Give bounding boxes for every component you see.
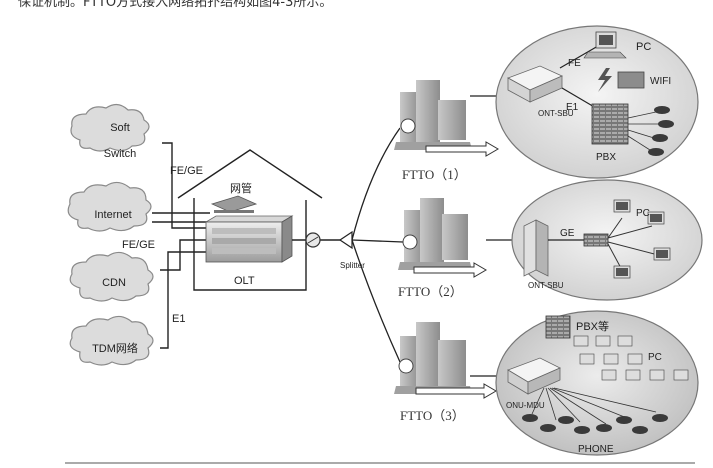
- link-label-fe-ge-mid: FE/GE: [122, 239, 155, 251]
- mid-ge-label: GE: [560, 228, 575, 239]
- building-links: [470, 95, 512, 377]
- pbx-phone-links-top: [627, 111, 660, 151]
- ont-sbu-top-label: ONT-SBU: [538, 109, 574, 118]
- flow-arrows: [413, 141, 499, 399]
- bottom-pc-label: PC: [648, 352, 662, 363]
- fiber-branches: [351, 127, 404, 363]
- cloud-label-soft: Soft: [110, 122, 130, 134]
- pc-bottom-icons: [573, 335, 689, 381]
- top-fe-label: FE: [568, 58, 581, 69]
- ftto-label-3: FTTO（3）: [400, 408, 465, 423]
- ftto-label-1: FTTO（1）: [402, 167, 467, 182]
- splitter-icon: [338, 230, 353, 250]
- onu-mdu-icon: [507, 357, 561, 395]
- ont-sbu-mid-icon: [523, 219, 549, 277]
- ellipse-ftto-2: ONT-SBU GE PC: [511, 179, 703, 301]
- cloud-cdn: CDN: [69, 251, 154, 302]
- cloud-links: [152, 142, 210, 349]
- link-label-fe-ge-top: FE/GE: [170, 165, 203, 177]
- top-pc-label: PC: [636, 41, 651, 53]
- olt-label: OLT: [234, 275, 255, 287]
- cloud-internet: Internet: [67, 181, 152, 232]
- top-wifi-label: WIFI: [650, 76, 671, 87]
- building-ftto-3: [394, 322, 472, 394]
- ftto-label-2: FTTO（2）: [398, 284, 463, 299]
- top-e1-label: E1: [566, 102, 579, 113]
- cloud-tdm: TDM网络: [69, 315, 154, 366]
- pc-top-icon: [583, 31, 627, 59]
- onu-mdu-label: ONU-MDU: [506, 401, 545, 410]
- mid-pc-label: PC: [636, 208, 650, 219]
- ellipse-ftto-3: PBX等 PC ONU-MDU PHONE: [495, 310, 699, 456]
- phone-links-bottom: [531, 387, 657, 425]
- phone-icons-top: [648, 106, 674, 156]
- wifi-ap-icon: [617, 71, 645, 89]
- ellipse-ftto-1: ONT-SBU FE E1 PC WIFI PBX: [495, 25, 699, 179]
- phone-icons-bottom: [522, 414, 668, 434]
- central-office-house: 网管 OLT: [177, 149, 323, 291]
- bottom-pbx-label: PBX等: [576, 319, 609, 333]
- nms-laptop-icon: [210, 195, 258, 213]
- ont-sbu-top-icon: [507, 65, 563, 103]
- building-ftto-2: [398, 198, 472, 270]
- top-pbx-label: PBX: [596, 152, 616, 163]
- phone-label: PHONE: [578, 444, 614, 455]
- cloud-label-switch: Switch: [104, 148, 136, 160]
- pbx-rack-bottom-icon: [545, 315, 571, 339]
- switch-mid-icon: [583, 233, 609, 247]
- building-ftto-1: [394, 80, 472, 150]
- cloud-label-tdm: TDM网络: [92, 341, 138, 355]
- cloud-soft-switch: Soft Switch: [70, 103, 150, 160]
- nms-label: 网管: [230, 181, 252, 195]
- splitter-label: Splitter: [340, 261, 365, 270]
- link-label-e1: E1: [172, 313, 185, 325]
- olt-device-icon: [204, 215, 294, 263]
- pbx-rack-top-icon: [591, 103, 629, 145]
- cloud-label-internet: Internet: [94, 209, 131, 221]
- header-text: 保证机制。FTTO方式接入网络拓扑结构如图4-3所示。: [18, 0, 333, 10]
- cloud-label-cdn: CDN: [102, 277, 126, 289]
- wireless-bolt-icon: [598, 68, 612, 92]
- ont-sbu-mid-label: ONT-SBU: [528, 281, 564, 290]
- pc-mid-icons: [613, 199, 671, 279]
